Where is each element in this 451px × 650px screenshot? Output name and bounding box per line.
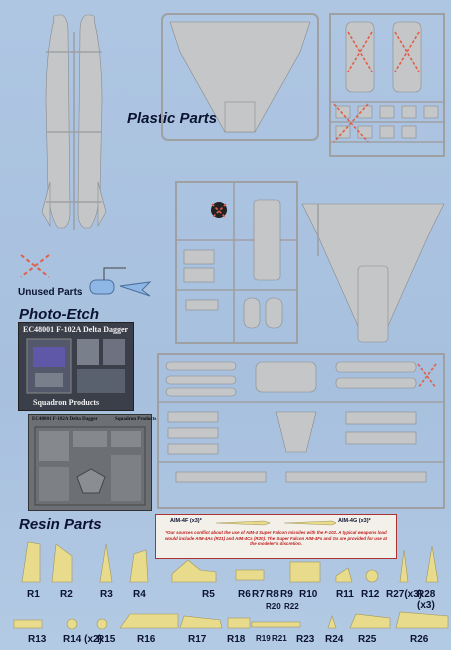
lower-wing-image — [301, 203, 445, 343]
photo-etch-sheet-1: EC48001 F-102A Delta Dagger Squadron Pro… — [18, 322, 134, 411]
lower-sprue-image — [157, 353, 445, 509]
assembly-example-image — [89, 267, 152, 297]
weapons-note-text: *Our sources conflict about the use of A… — [164, 530, 387, 547]
resin-label-r24: R24 — [325, 634, 344, 645]
resin-label-r11: R11 — [336, 589, 354, 600]
resin-label-r15: R15 — [97, 634, 116, 645]
resin-label-r8: R8 — [266, 589, 279, 600]
aim-4-missiles-image — [215, 520, 336, 526]
resin-label-r20: R20 — [266, 602, 281, 611]
resin-label-r26: R26 — [410, 634, 429, 645]
resin-label-r23: R23 — [296, 634, 315, 645]
resin-label-r21: R21 — [272, 634, 287, 643]
resin-label-r1: R1 — [27, 589, 40, 600]
fuselage-halves-image — [41, 14, 107, 230]
resin-label-r6: R6 — [238, 589, 251, 600]
photo-etch-sheet2-brand: Squadron Products — [115, 417, 157, 422]
photo-etch-sheet1-title: EC48001 F-102A Delta Dagger — [23, 325, 129, 334]
resin-label-r16: R16 — [137, 634, 156, 645]
resin-row1-parts-image — [21, 541, 439, 583]
resin-label-r14: R14 (x2) — [63, 634, 102, 645]
photo-etch-sheet1-footer: Squadron Products — [33, 398, 100, 407]
small-parts-sprue-upper — [329, 13, 445, 157]
resin-label-r18: R18 — [227, 634, 246, 645]
resin-label-r7: R7 — [252, 589, 265, 600]
photo-etch-sheet2-title: EC48001 F-102A Delta Dagger — [32, 417, 98, 422]
photo-etch-parts-image — [26, 338, 125, 394]
upper-wing-image — [161, 13, 319, 141]
resin-row2-parts-image — [13, 611, 449, 630]
resin-label-r5: R5 — [202, 589, 215, 600]
resin-label-r9: R9 — [280, 589, 293, 600]
aim-4f-label: AIM-4F (x3)* — [170, 518, 202, 524]
photo-etch-sheet-2: EC48001 F-102A Delta Dagger Squadron Pro… — [28, 414, 156, 511]
resin-label-r17: R17 — [188, 634, 207, 645]
aim-4g-label: AIM-4G (x3)* — [338, 518, 371, 524]
photo-etch-sheet2-parts — [34, 426, 146, 506]
resin-label-r22: R22 — [284, 602, 299, 611]
resin-label-r25: R25 — [358, 634, 377, 645]
weapons-note-box: AIM-4F (x3)* AIM-4G (x3)* *Our sources c… — [155, 514, 397, 559]
resin-label-r2: R2 — [60, 589, 73, 600]
resin-label-r19: R19 — [256, 634, 271, 643]
resin-label-r12: R12 — [361, 589, 380, 600]
unused-parts-label: Unused Parts — [18, 287, 83, 298]
resin-label-r4: R4 — [133, 589, 146, 600]
photo-etch-heading: Photo-Etch — [19, 306, 99, 323]
resin-parts-heading: Resin Parts — [19, 516, 102, 533]
middle-sprue-image — [175, 181, 298, 344]
unused-parts-x-icon — [20, 254, 50, 278]
resin-label-r13: R13 — [28, 634, 47, 645]
resin-label-r3: R3 — [100, 589, 113, 600]
resin-label-r10: R10 — [299, 589, 318, 600]
plastic-parts-heading: Plastic Parts — [127, 110, 218, 127]
resin-label-r28: R28 (x3) — [417, 589, 436, 611]
resin-label-r27: R27(x3) — [386, 589, 423, 600]
